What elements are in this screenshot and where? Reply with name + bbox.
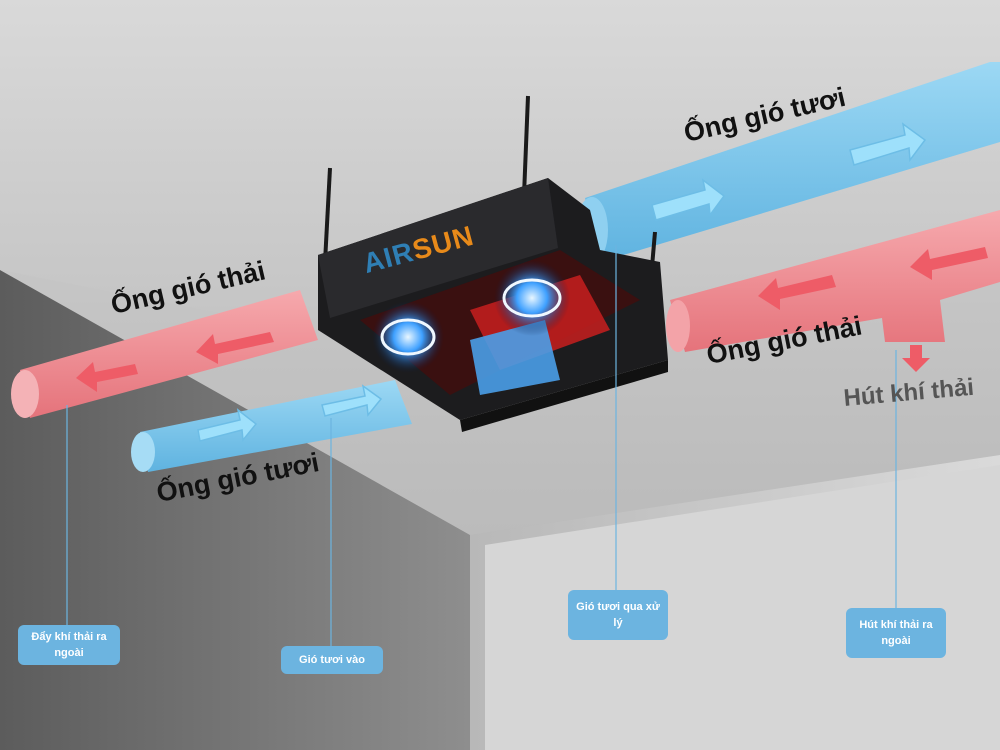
right-wall-panel — [485, 465, 1000, 750]
exhaust-duct-right — [666, 210, 1000, 352]
callout-push-exhaust-out: Đẩy khí thải ra ngoài — [18, 625, 120, 665]
callout-fresh-air-in: Gió tươi vào — [281, 646, 383, 674]
callout-suck-exhaust-out: Hút khí thải ra ngoài — [846, 608, 946, 658]
exhaust-flow-arrows — [76, 247, 988, 392]
callout-leaders — [66, 245, 897, 648]
callout-processed-fresh-air: Gió tươi qua xử lý — [568, 590, 668, 640]
erv-unit — [318, 178, 668, 432]
fresh-flow-arrows — [197, 122, 927, 442]
